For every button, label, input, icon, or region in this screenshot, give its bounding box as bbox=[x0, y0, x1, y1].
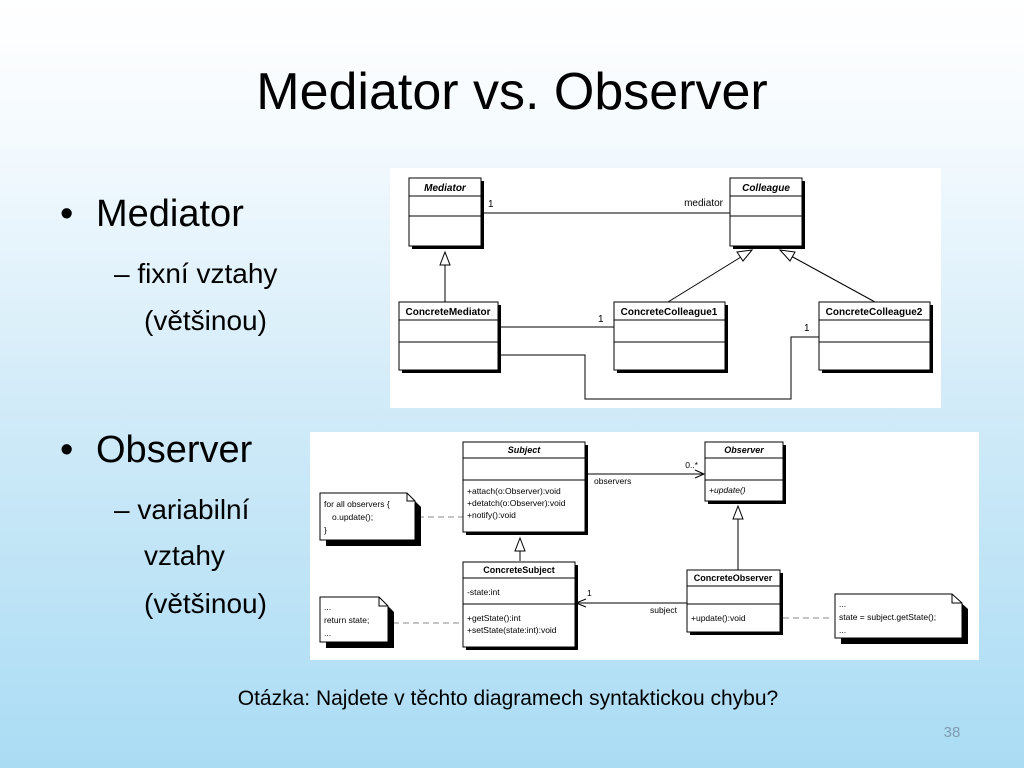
role-label: subject bbox=[650, 605, 678, 615]
question-text: Otázka: Najdete v těchto diagramech synt… bbox=[237, 687, 779, 710]
class-concrete-observer: ConcreteObserver +update():void bbox=[686, 569, 783, 635]
bullet-dot-icon: • bbox=[60, 429, 74, 471]
arrow-open-icon bbox=[694, 469, 706, 479]
role-label: observers bbox=[594, 476, 631, 486]
operation-text: +detatch(o:Observer):void bbox=[467, 498, 566, 508]
class-observer: Observer +update() bbox=[704, 441, 786, 504]
association-labels: 0..* observers 1 subject bbox=[587, 460, 699, 615]
class-concrete-colleague2: ConcreteColleague2 bbox=[818, 301, 933, 373]
class-concrete-colleague1: ConcreteColleague1 bbox=[613, 301, 728, 373]
inheritance-arrowheads bbox=[439, 249, 796, 266]
operation-text: +setState(state:int):void bbox=[467, 625, 557, 635]
note-text: ... bbox=[324, 628, 331, 638]
note-notify: for all observers { o.update(); } bbox=[319, 492, 421, 546]
class-concrete-subject: ConcreteSubject -state:int +getState():i… bbox=[462, 561, 578, 650]
observer-associations bbox=[519, 469, 739, 608]
note-text: return state; bbox=[324, 615, 369, 625]
class-name: ConcreteColleague1 bbox=[621, 307, 718, 318]
class-name: Subject bbox=[508, 445, 542, 455]
bullet-label: Mediator bbox=[96, 193, 244, 235]
class-name: ConcreteObserver bbox=[694, 573, 773, 583]
triangle-arrow-icon bbox=[778, 249, 796, 262]
sub-text: – fixní vztahy bbox=[114, 258, 278, 289]
mediator-associations bbox=[444, 212, 876, 400]
class-name: Colleague bbox=[742, 183, 790, 194]
multiplicity-label: 1 bbox=[598, 314, 604, 325]
class-name: Mediator bbox=[424, 183, 467, 194]
note-text: ... bbox=[324, 602, 331, 612]
class-concrete-mediator: ConcreteMediator bbox=[398, 301, 501, 373]
multiplicity-label: 1 bbox=[804, 323, 810, 334]
sub-bullet-mediator-2: (většinou) bbox=[144, 303, 267, 339]
triangle-arrow-icon bbox=[736, 249, 754, 262]
class-colleague: Colleague bbox=[729, 177, 805, 249]
class-name: ConcreteColleague2 bbox=[826, 307, 923, 318]
operation-text: +notify():void bbox=[467, 510, 516, 520]
note-text: } bbox=[324, 525, 327, 535]
inheritance-arrowheads bbox=[514, 504, 744, 552]
sub-bullet-observer-1: – variabilní bbox=[114, 492, 249, 528]
note-getstate: ... return state; ... bbox=[319, 596, 394, 648]
mediator-diagram-svg: Mediator Colleague ConcreteMediator Conc… bbox=[398, 177, 933, 400]
note-text: o.update(); bbox=[332, 512, 373, 522]
class-name: ConcreteMediator bbox=[405, 307, 490, 318]
sub-bullet-observer-2: vztahy bbox=[144, 538, 225, 574]
observer-diagram: Subject +attach(o:Observer):void +detatc… bbox=[310, 432, 979, 660]
bullet-dot-icon: • bbox=[60, 193, 74, 235]
operation-text: +attach(o:Observer):void bbox=[467, 486, 561, 496]
class-subject: Subject +attach(o:Observer):void +detatc… bbox=[462, 441, 588, 535]
bullet-mediator: • Mediator bbox=[60, 192, 244, 236]
operation-text: +getState():int bbox=[467, 613, 521, 623]
sub-bullet-mediator-1: – fixní vztahy bbox=[114, 256, 277, 292]
role-label: mediator bbox=[684, 198, 724, 209]
multiplicity-label: 1 bbox=[587, 588, 592, 598]
sub-text: – variabilní bbox=[114, 494, 250, 525]
mediator-diagram: Mediator Colleague ConcreteMediator Conc… bbox=[390, 168, 941, 408]
generalization-line bbox=[667, 256, 742, 303]
class-name: ConcreteSubject bbox=[483, 565, 555, 575]
sub-text: (většinou) bbox=[144, 305, 267, 336]
triangle-arrow-icon bbox=[732, 504, 744, 520]
slide-title: Mediator vs. Observer bbox=[256, 63, 768, 121]
note-update: ... state = subject.getState(); ... bbox=[834, 593, 968, 644]
note-anchors bbox=[393, 516, 833, 624]
association-labels: 1 mediator 1 1 bbox=[488, 198, 810, 334]
page-number: 38 bbox=[943, 724, 961, 741]
triangle-arrow-icon bbox=[514, 536, 526, 552]
sub-bullet-observer-3: (většinou) bbox=[144, 586, 267, 622]
observer-diagram-svg: Subject +attach(o:Observer):void +detatc… bbox=[319, 441, 968, 650]
sub-text: vztahy bbox=[144, 540, 225, 571]
generalization-line bbox=[790, 255, 876, 303]
class-name: Observer bbox=[724, 445, 764, 455]
note-text: state = subject.getState(); bbox=[839, 612, 936, 622]
multiplicity-label: 0..* bbox=[685, 460, 698, 470]
attribute-text: -state:int bbox=[467, 587, 500, 597]
multiplicity-label: 1 bbox=[488, 199, 494, 210]
sub-text: (většinou) bbox=[144, 588, 267, 619]
bullet-label: Observer bbox=[96, 429, 253, 471]
operation-text: +update():void bbox=[691, 613, 746, 623]
note-text: ... bbox=[839, 599, 846, 609]
triangle-arrow-icon bbox=[439, 250, 451, 266]
note-text: for all observers { bbox=[324, 499, 390, 509]
concrete-mediator-colleague2-association bbox=[499, 336, 819, 400]
bullet-observer: • Observer bbox=[60, 428, 252, 472]
class-mediator: Mediator bbox=[408, 177, 484, 249]
note-text: ... bbox=[839, 625, 846, 635]
operation-text: +update() bbox=[709, 485, 746, 495]
